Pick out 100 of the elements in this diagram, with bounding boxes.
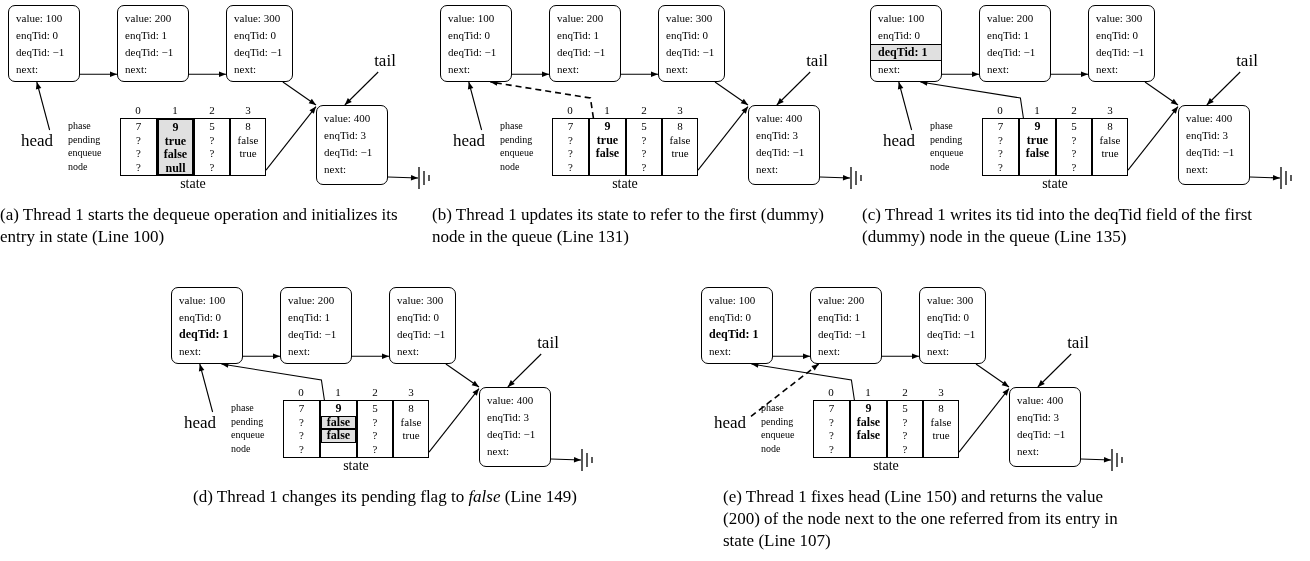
cell-text: ? <box>567 147 574 161</box>
queue-node-box <box>919 287 986 364</box>
pointer-label: tail <box>1061 332 1095 354</box>
cell-text: 9 <box>864 402 873 416</box>
cell-text: 5 <box>371 402 379 416</box>
table-title: state <box>872 458 900 474</box>
cell-text: 5 <box>208 120 216 134</box>
field-text: enqTid: 1 <box>817 310 862 325</box>
column-header: 3 <box>937 385 945 399</box>
field-text: value: 200 <box>556 11 605 26</box>
field-text: deqTid: −1 <box>1016 427 1067 442</box>
column-header: 1 <box>864 385 872 399</box>
pointer-label: head <box>878 130 920 152</box>
cell-text: 8 <box>937 402 945 416</box>
pointer-arrow <box>198 363 214 413</box>
field-text: next: <box>1185 162 1209 177</box>
pointer-label: tail <box>531 332 565 354</box>
cell-text: true <box>163 134 188 148</box>
cell-text: ? <box>567 133 574 147</box>
pointer-arrow <box>1249 174 1281 181</box>
ground-symbol <box>581 449 595 471</box>
pointer-label: head <box>179 412 221 434</box>
state-column <box>1019 118 1056 176</box>
state-column <box>589 118 626 176</box>
state-column <box>357 400 393 458</box>
pointer-arrow <box>819 174 851 181</box>
state-column <box>157 118 194 176</box>
field-text: value: 400 <box>486 393 535 408</box>
field-text: deqTid: −1 <box>124 45 175 60</box>
row-label: phase <box>930 119 953 132</box>
cell-text: ? <box>298 415 305 429</box>
row-label: pending <box>231 414 264 428</box>
highlighted-cell: false <box>321 415 356 429</box>
field-text: next: <box>877 62 901 77</box>
pointer-arrow <box>428 388 480 453</box>
pointer-arrow <box>242 353 281 360</box>
field-text: deqTid: −1 <box>556 45 607 60</box>
state-column <box>194 118 230 176</box>
field-text: enqTid: 0 <box>665 28 710 43</box>
pointer-arrow <box>620 71 659 78</box>
cell-text: 8 <box>244 120 252 134</box>
cell-text: null <box>164 161 187 175</box>
field-text: enqTid: 0 <box>877 28 922 43</box>
row-label: pending <box>930 132 963 146</box>
figure-caption: (c) Thread 1 writes its tid into the deqTid field of the first (dummy) node in the queue (Line 135) <box>862 204 1253 248</box>
field-text: value: 100 <box>178 293 227 308</box>
row-label: node <box>500 159 520 173</box>
cell-text: ? <box>371 442 379 456</box>
cell-text: ? <box>135 160 142 174</box>
row-label: phase <box>500 119 523 132</box>
field-text: value: 200 <box>124 11 173 26</box>
row-label: enqueue <box>231 428 265 441</box>
cell-text: 7 <box>566 120 575 134</box>
cell-text: 8 <box>1106 120 1114 134</box>
cell-text: true <box>595 133 620 147</box>
field-text: deqTid: −1 <box>986 45 1037 60</box>
queue-node-box <box>1088 5 1155 82</box>
field-text: next: <box>708 344 732 359</box>
field-text: enqTid: 0 <box>178 310 223 325</box>
cell-text: ? <box>371 429 379 443</box>
pointer-arrow <box>282 81 317 106</box>
pointer-arrow <box>881 353 920 360</box>
cell-text: ? <box>208 147 216 161</box>
pointer-arrow <box>941 71 980 78</box>
field-text: deqTid: −1 <box>665 45 716 60</box>
pointer-arrow <box>265 106 317 171</box>
pointer-arrow <box>958 388 1010 453</box>
column-header: 2 <box>640 103 648 117</box>
state-column <box>1056 118 1092 176</box>
pointer-arrow <box>772 353 811 360</box>
field-text: enqTid: 1 <box>986 28 1031 43</box>
cell-text: ? <box>640 160 648 174</box>
queue-node-box <box>8 5 80 82</box>
field-text: enqTid: 3 <box>486 410 531 425</box>
field-text: value: 400 <box>1185 111 1234 126</box>
field-text: enqTid: 3 <box>755 128 800 143</box>
cell-text: ? <box>567 160 574 174</box>
field-text: enqTid: 0 <box>1095 28 1140 43</box>
state-column <box>626 118 662 176</box>
field-text: next: <box>817 344 841 359</box>
field-text: deqTid: −1 <box>1185 145 1236 160</box>
field-text: value: 300 <box>396 293 445 308</box>
cell-text: ? <box>208 160 216 174</box>
pointer-arrow <box>507 353 542 388</box>
state-column <box>1092 118 1128 176</box>
pointer-arrow <box>1037 353 1072 388</box>
figure-caption: (d) Thread 1 changes its pending flag to false (Line 149) <box>193 486 578 508</box>
cell-text: ? <box>901 442 909 456</box>
row-label: node <box>231 441 251 455</box>
cell-text: false <box>1024 147 1051 161</box>
field-text: deqTid: −1 <box>755 145 806 160</box>
cell-text: false <box>855 415 882 429</box>
pointer-arrow <box>387 174 419 181</box>
cell-text: false <box>929 415 953 429</box>
state-column <box>552 118 589 176</box>
cell-text: 7 <box>827 402 836 416</box>
field-text: deqTid: −1 <box>1095 45 1146 60</box>
field-text: next: <box>1095 62 1119 77</box>
field-text: enqTid: 0 <box>396 310 441 325</box>
cell-text: ? <box>1070 147 1078 161</box>
